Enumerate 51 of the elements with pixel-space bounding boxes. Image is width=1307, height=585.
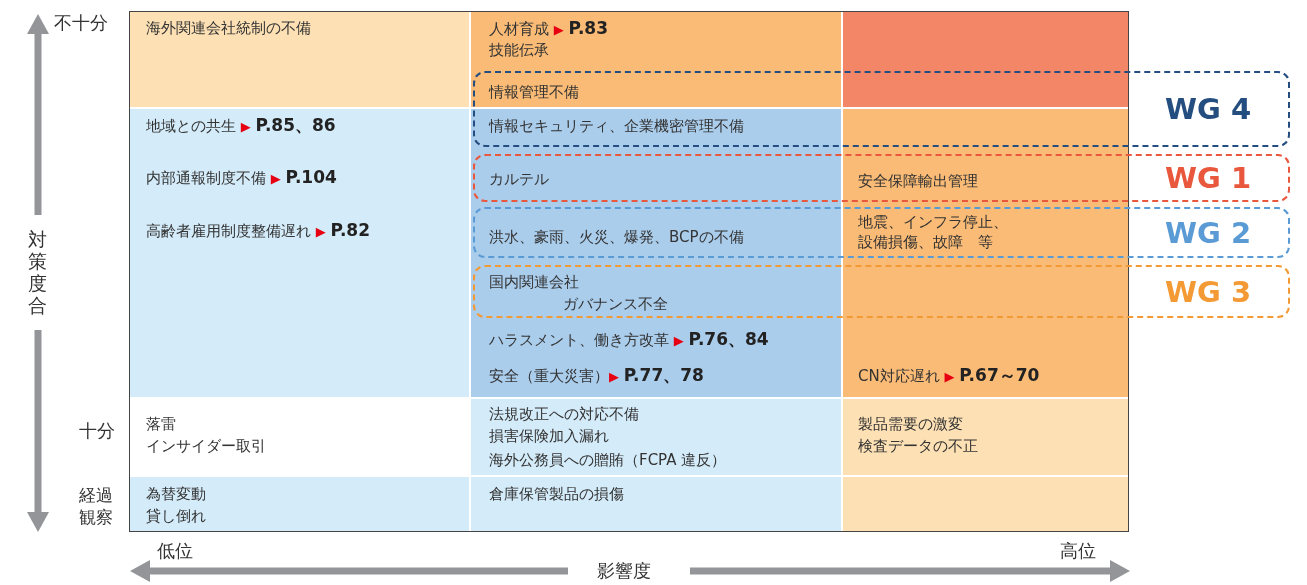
risk-item: 検査データの不正 [858,436,978,456]
group-outline [473,154,1290,202]
matrix-cell [130,12,469,107]
group-outline [473,71,1290,147]
risk-item: 為替変動 [146,484,206,504]
risk-item: 海外公務員への贈賄（FCPA 違反） [489,450,727,470]
risk-item: 損害保険加入漏れ [489,426,609,446]
risk-item: ハラスメント、働き方改革 ▶ P.76、84 [489,329,769,351]
group-label: WG 4 [1165,92,1252,126]
group-label: WG 3 [1165,274,1252,309]
matrix-cell [471,12,841,107]
matrix-cell [843,12,1128,107]
matrix-cell [471,109,841,397]
risk-item: 法規改正への対応不備 [489,404,639,424]
risk-item: 安全保障輸出管理 [858,171,978,191]
axis-label: 対策度合 [28,228,47,316]
matrix-cell [130,109,469,397]
risk-item: 高齢者雇用制度整備遅れ ▶ P.82 [146,220,371,242]
matrix-cell [471,477,841,531]
matrix-cell [843,399,1128,475]
axis-label: 十分 [79,420,115,442]
matrix-cell [843,109,1128,397]
matrix-cell [471,399,841,475]
group-label: WG 2 [1165,215,1252,250]
group-outline [473,265,1290,318]
risk-item: 落雷 [146,414,176,434]
risk-item: 情報セキュリティ、企業機密管理不備 [489,116,744,136]
risk-item: 技能伝承 [489,40,549,60]
risk-item: 地域との共生 ▶ P.85、86 [146,115,336,137]
axis-label: 経過観察 [79,484,114,528]
risk-item: 製品需要の激変 [858,414,963,434]
risk-item: 貸し倒れ [146,506,206,526]
risk-item: 海外関連会社統制の不備 [146,18,311,38]
risk-item: ガバナンス不全 [563,294,668,314]
risk-item: 洪水、豪雨、火災、爆発、BCPの不備 [489,227,744,247]
risk-item: 人材育成 ▶ P.83 [489,18,609,40]
risk-item: 安全（重大災害）▶ P.77、78 [489,365,704,387]
risk-item: インサイダー取引 [146,436,266,456]
axis-label: 影響度 [597,560,651,582]
risk-item: カルテル [489,169,549,189]
risk-item: 国内関連会社 [489,272,579,292]
group-label: WG 1 [1165,161,1252,195]
axis-label: 不十分 [54,12,108,34]
risk-item: CN対応遅れ ▶ P.67～70 [858,365,1040,387]
matrix-cell [130,477,469,531]
matrix-cell [843,477,1128,531]
group-outline [473,207,1290,258]
risk-item: 倉庫保管製品の損傷 [489,484,624,504]
risk-item: 内部通報制度不備 ▶ P.104 [146,167,337,189]
risk-item: 地震、インフラ停止、設備損傷、故障 等 [858,212,1009,252]
risk-item: 情報管理不備 [489,82,579,102]
